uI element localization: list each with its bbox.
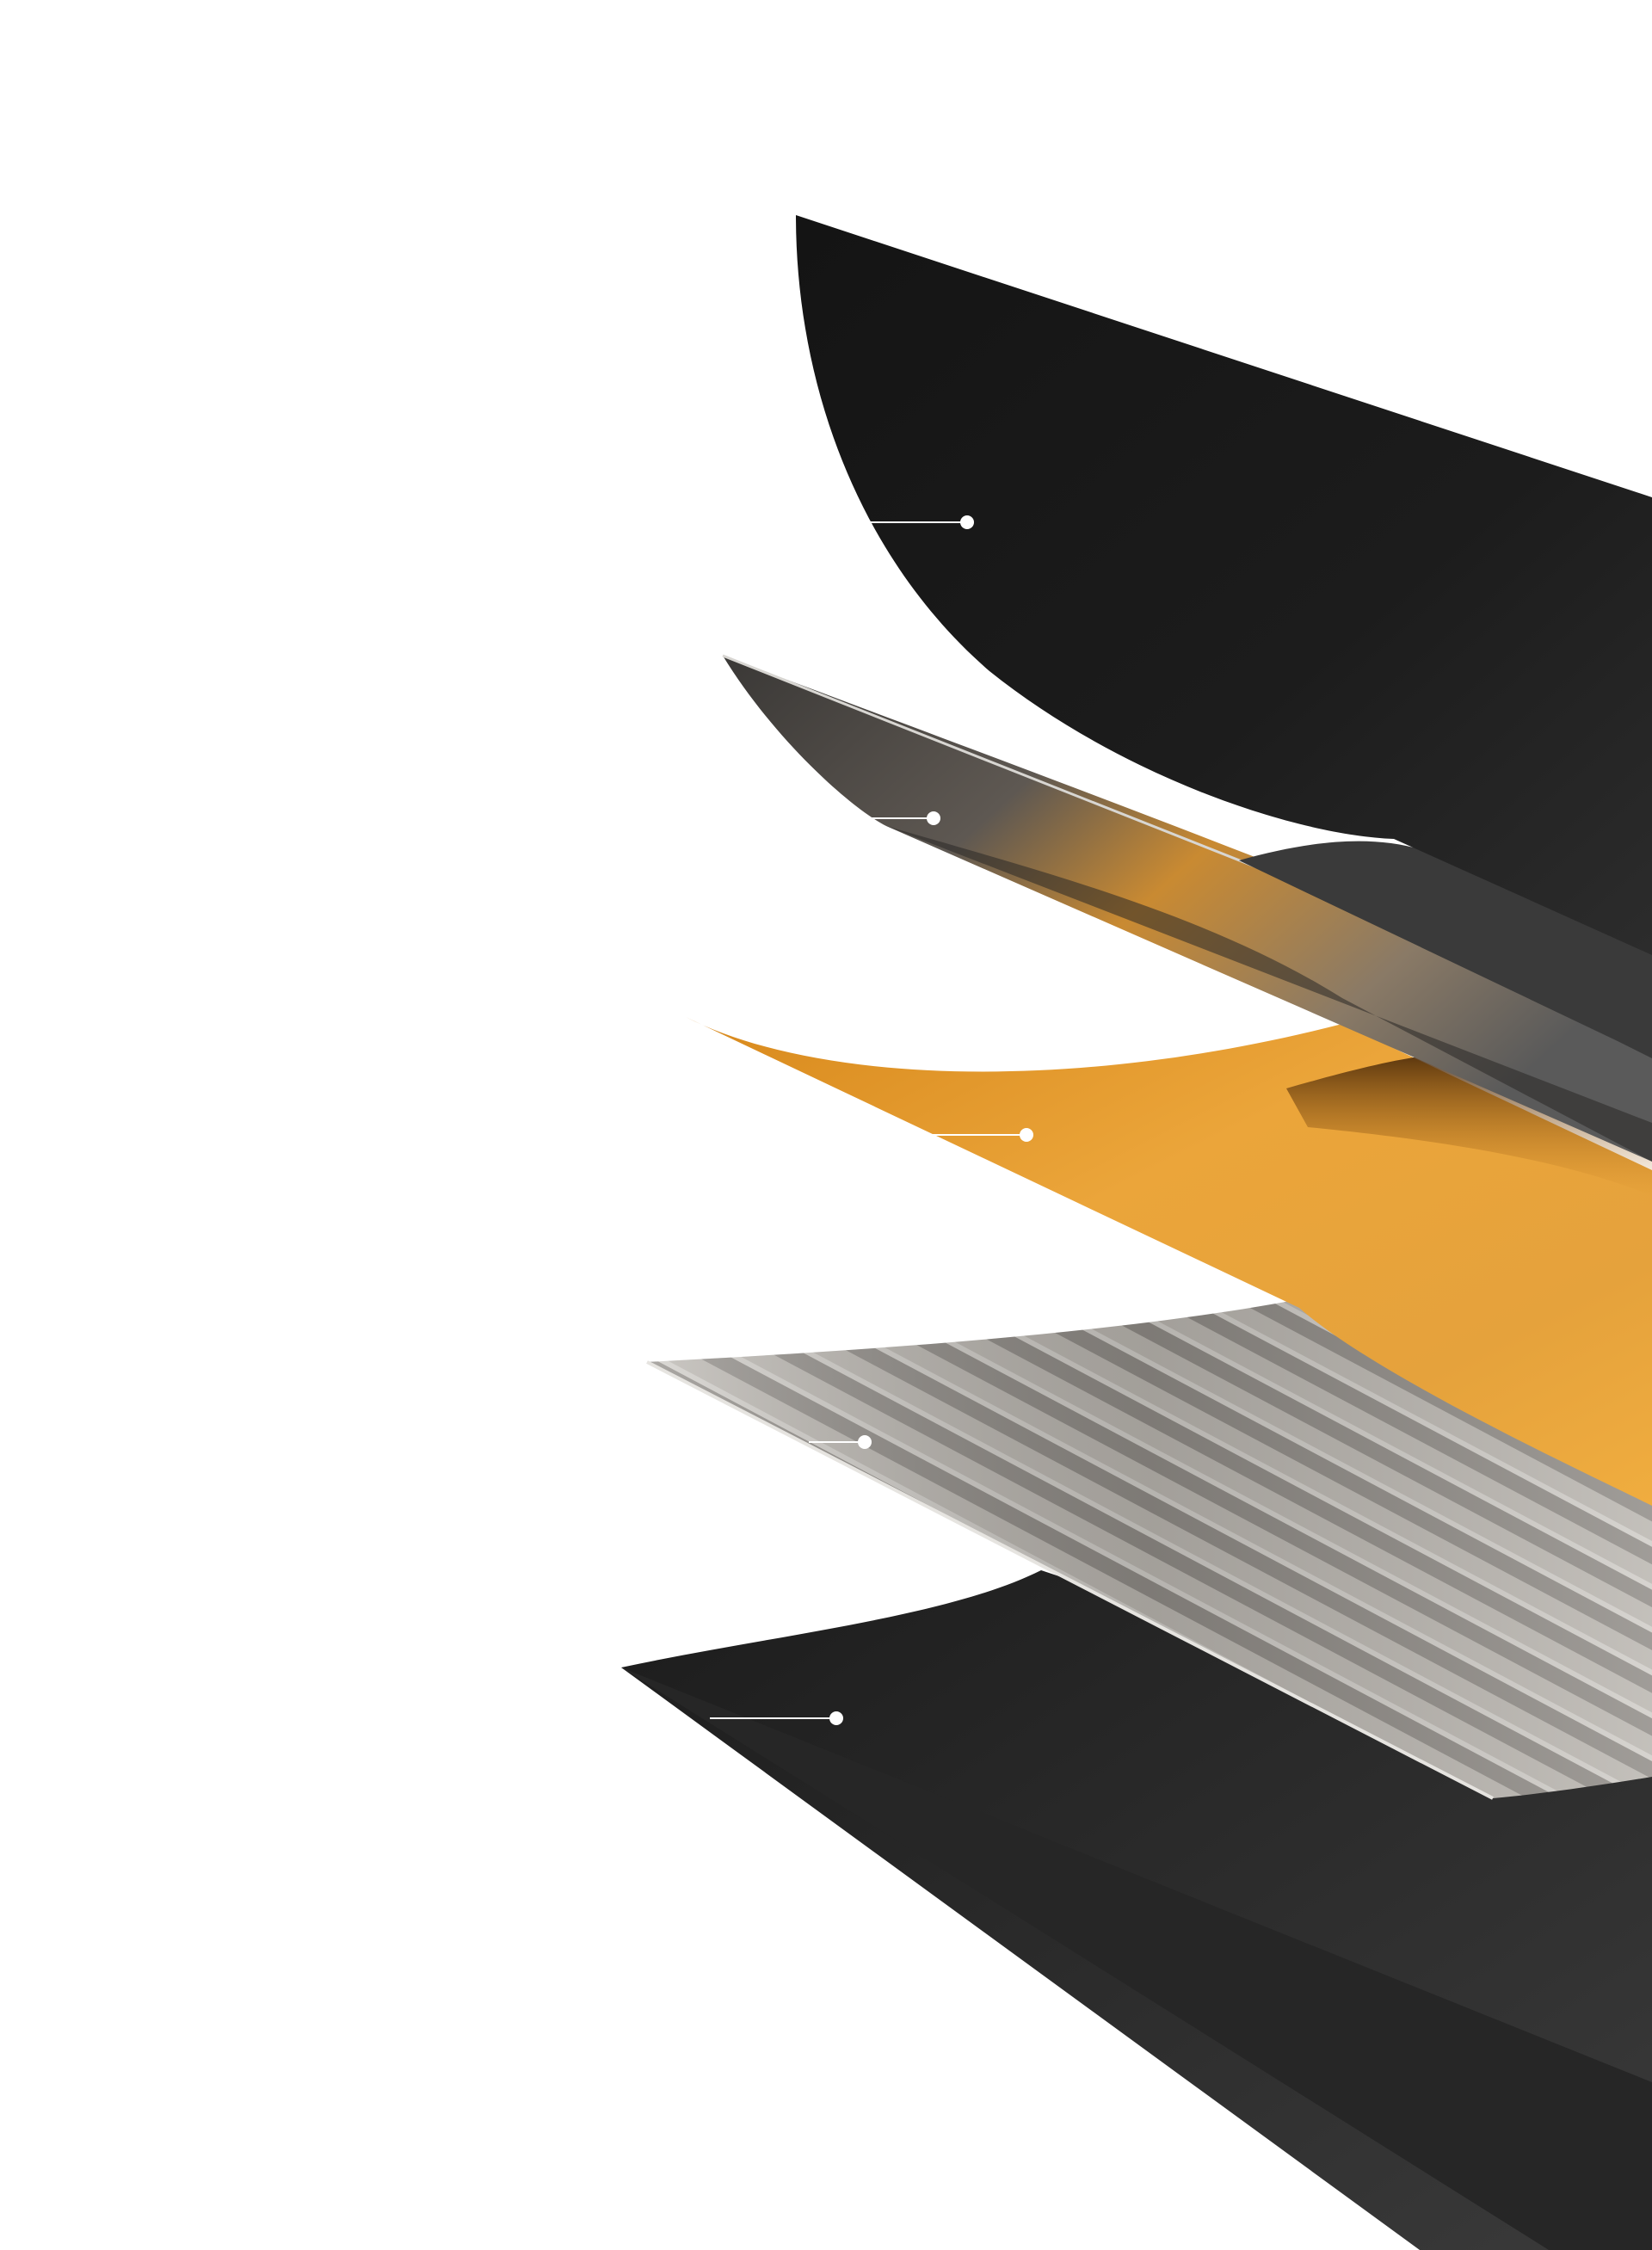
callout-grey-metal bbox=[860, 811, 940, 825]
orange-sheet bbox=[686, 1017, 1652, 1506]
corrugated-grey-shade bbox=[647, 1299, 1652, 1798]
callout-corrugated-grey bbox=[809, 1435, 872, 1449]
corrugated-grey-edge bbox=[646, 1360, 1494, 1800]
callout-orange bbox=[921, 1128, 1033, 1142]
top-black-sheet bbox=[796, 215, 1652, 955]
callout-bottom-black bbox=[710, 1711, 843, 1725]
grey-metal-lip bbox=[1239, 841, 1652, 1058]
bottom-black-sheet-face bbox=[621, 1667, 1652, 2250]
callout-top-black bbox=[871, 515, 974, 529]
